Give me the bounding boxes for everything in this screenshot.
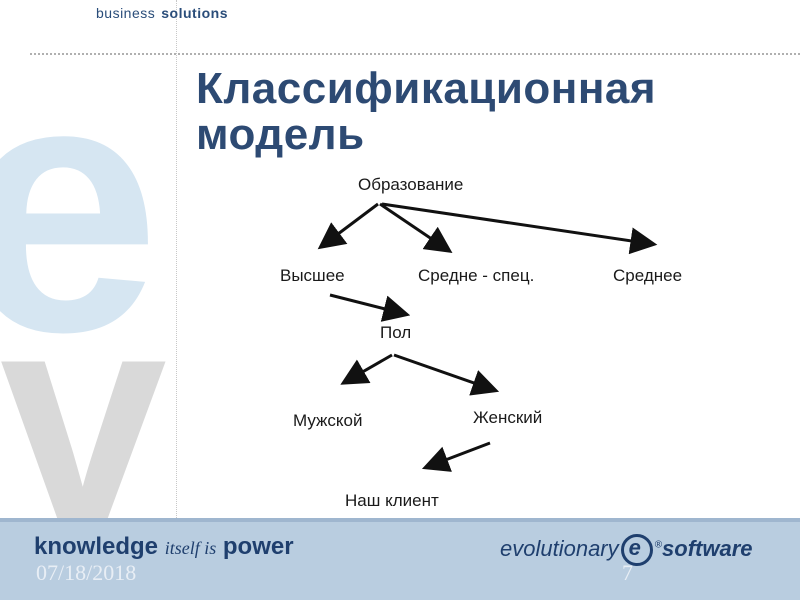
logo-letter-e: e (628, 535, 641, 560)
slogan: knowledge itself is power (34, 533, 294, 561)
node-higher: Высшее (280, 266, 345, 285)
title-line-2: модель (196, 110, 365, 159)
slogan-knowledge: knowledge (34, 533, 159, 560)
edge-gender-female (393, 353, 500, 396)
slide-date: 07/18/2018 (36, 560, 137, 585)
registered-mark: ® (654, 539, 663, 551)
slogan-power: power (222, 533, 294, 560)
logo-word-software: software (662, 535, 753, 561)
brand-word-business: business (96, 5, 156, 21)
slogan-itself-is: itself is (164, 538, 217, 558)
e-circle-icon: e (620, 534, 653, 566)
edge-education-secondary (381, 202, 658, 255)
evolutionary-software-logo: evolutionary e ®software (500, 534, 753, 566)
footer-bar (0, 518, 800, 600)
node-secondary: Среднее (613, 266, 682, 285)
footer-top-strip (0, 518, 800, 522)
title-line-1: Классификационная (196, 64, 657, 113)
edge-higher-gender (329, 293, 411, 322)
brand-header: business solutions (96, 5, 228, 21)
slide-title: Классификационная модель (196, 66, 656, 158)
brand-word-solutions: solutions (161, 5, 228, 21)
edge-gender-male (340, 353, 393, 385)
edge-education-vocational (379, 202, 453, 254)
vertical-guide-line (176, 0, 177, 520)
node-education: Образование (358, 175, 463, 194)
node-client: Наш клиент (345, 491, 439, 510)
node-vocational: Средне - спец. (418, 266, 534, 285)
edge-female-client (421, 441, 491, 472)
header-divider (30, 53, 800, 55)
node-female: Женский (473, 408, 542, 427)
edge-education-higher (317, 202, 379, 250)
slide-number: 7 (622, 560, 633, 585)
node-gender: Пол (380, 323, 411, 342)
node-male: Мужской (293, 411, 363, 430)
svg-text:e: e (0, 5, 160, 407)
logo-word-evolutionary: evolutionary (500, 535, 619, 561)
classification-diagram: Образование Высшее Средне - спец. Средне… (280, 175, 682, 510)
